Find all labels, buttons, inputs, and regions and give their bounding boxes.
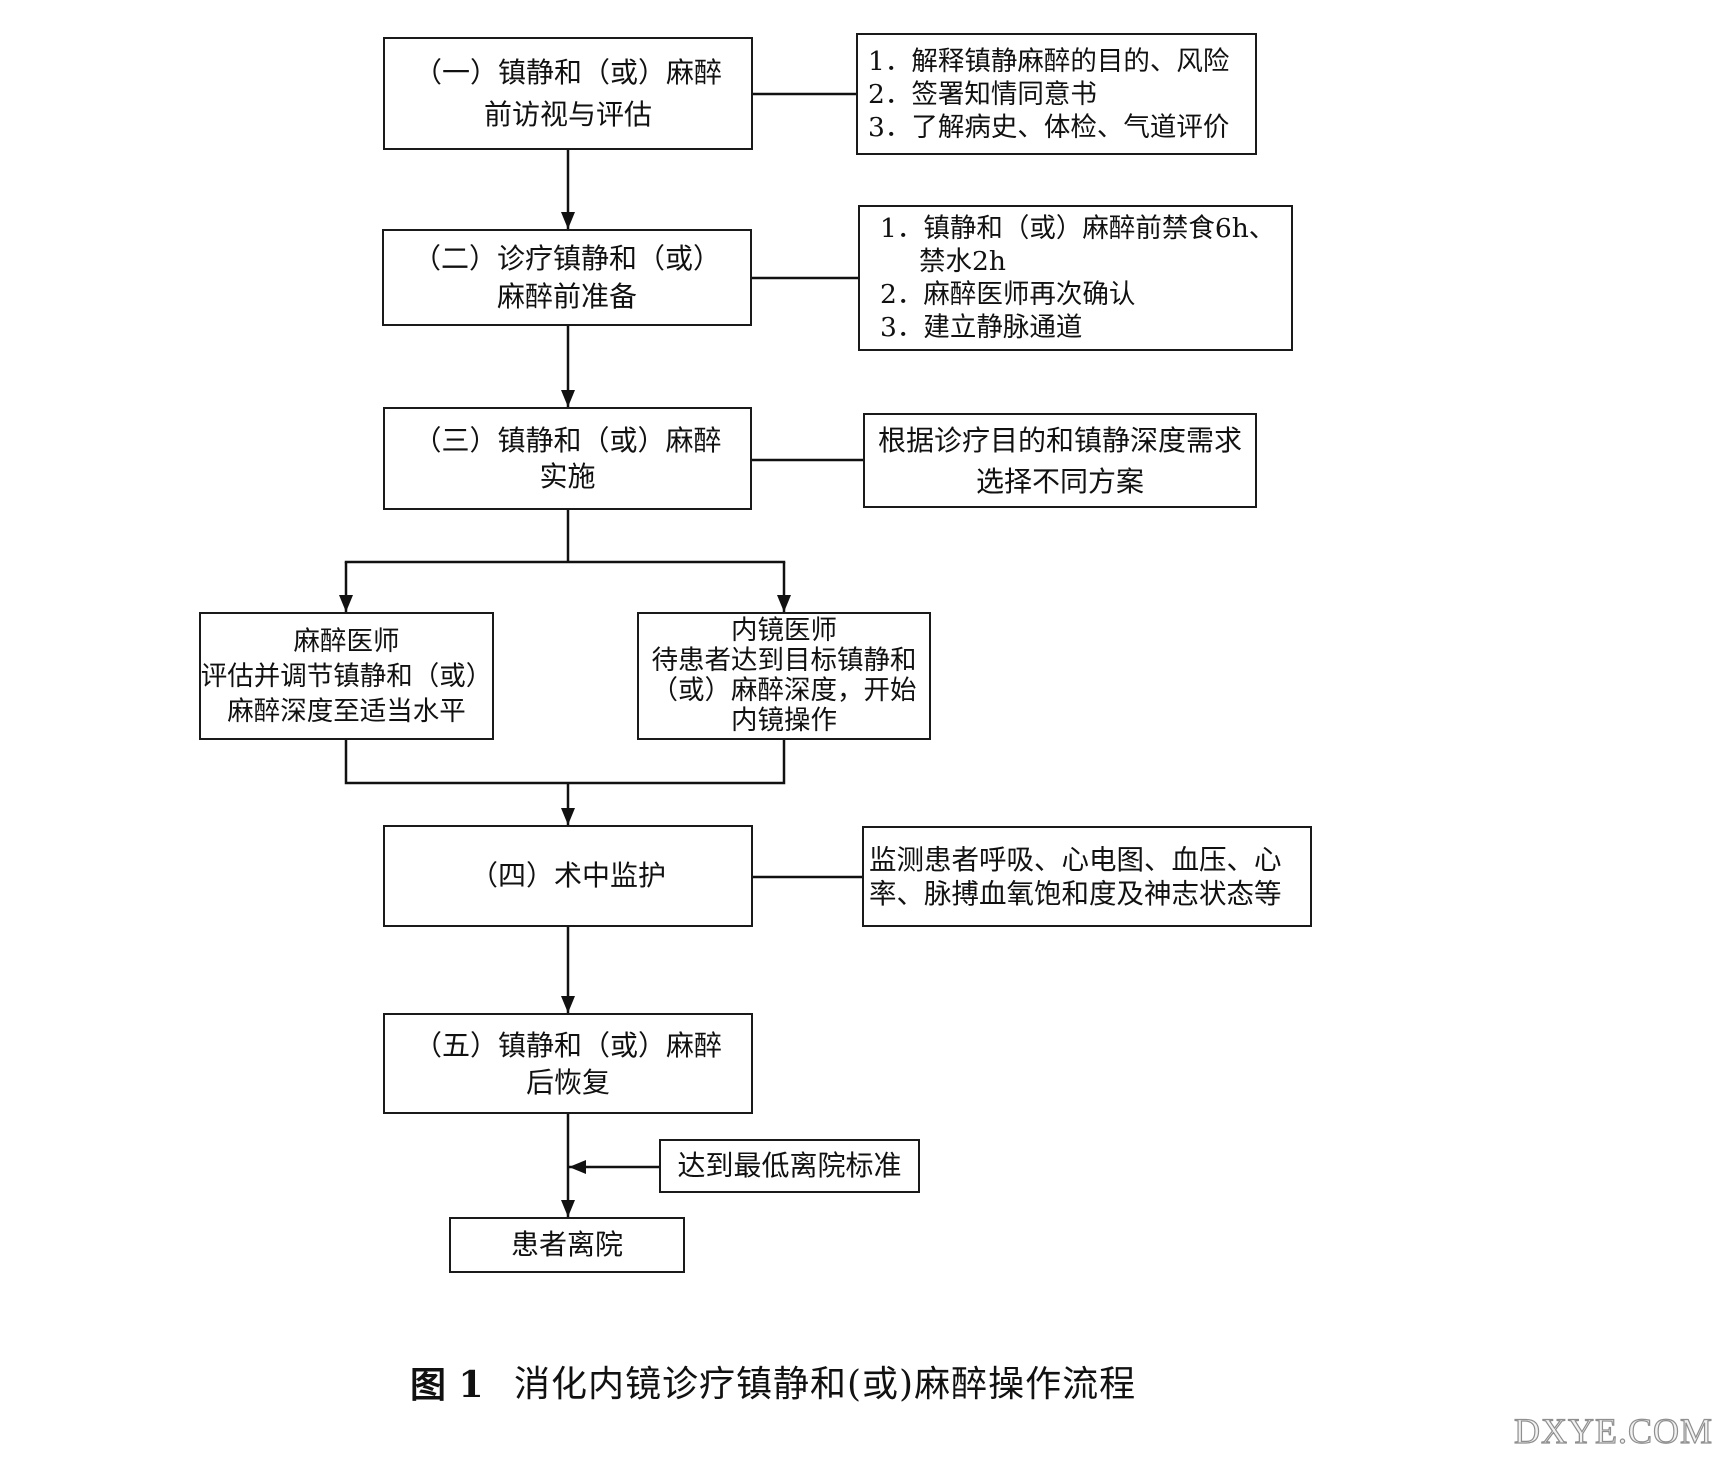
step-text-line: （一）镇静和（或）麻醉 — [413, 55, 722, 89]
step-box-preparation: （二）诊疗镇静和（或） 麻醉前准备 — [382, 229, 752, 326]
step-box-intraop-monitoring: （四）术中监护 — [383, 825, 753, 927]
discharge-criteria-text: 达到最低离院标准 — [677, 1149, 902, 1182]
step-text-line: （四）术中监护 — [469, 859, 666, 892]
note-text-line: 2．签署知情同意书 — [868, 78, 1097, 110]
step-text-line: （二）诊疗镇静和（或） — [412, 241, 721, 275]
figure-title: 消化内镜诊疗镇静和(或)麻醉操作流程 — [514, 1364, 1137, 1405]
merge-bar — [344, 740, 786, 785]
step-text-line: （三）镇静和（或）麻醉 — [413, 423, 722, 457]
note-box-preparation: 1．镇静和（或）麻醉前禁食6h、 禁水2h 2．麻醉医师再次确认 3．建立静脉通… — [858, 205, 1293, 351]
role-text-line: 待患者达到目标镇静和 — [651, 645, 917, 676]
note-text-line: 3．建立静脉通道 — [880, 312, 1083, 343]
figure-label: 图 1 — [410, 1364, 484, 1406]
step-box-recovery: （五）镇静和（或）麻醉 后恢复 — [383, 1013, 753, 1114]
role-text-line: 麻醉深度至适当水平 — [227, 695, 466, 727]
note-box-pre-assessment: 1．解释镇静麻醉的目的、风险 2．签署知情同意书 3．了解病史、体检、气道评价 — [856, 33, 1257, 155]
note-text-line: 1．解释镇静麻醉的目的、风险 — [868, 45, 1230, 77]
discharge-criteria-box: 达到最低离院标准 — [659, 1139, 920, 1193]
role-text-line: 内镜医师 — [731, 615, 837, 646]
role-box-anesthesiologist: 麻醉医师 评估并调节镇静和（或） 麻醉深度至适当水平 — [199, 612, 494, 740]
role-text-line: 麻醉医师 — [293, 625, 400, 657]
note-text-line: 监测患者呼吸、心电图、血压、心 — [869, 843, 1282, 876]
step-text-line: （五）镇静和（或）麻醉 — [413, 1028, 722, 1062]
note-text-line: 选择不同方案 — [975, 464, 1144, 498]
note-text-line: 根据诊疗目的和镇静深度需求 — [877, 423, 1242, 457]
role-text-line: （或）麻醉深度，开始 — [651, 675, 917, 706]
note-text-line: 3．了解病史、体检、气道评价 — [868, 111, 1230, 143]
watermark: DXYE.COM — [1513, 1410, 1713, 1451]
step-text-line: 前访视与评估 — [483, 97, 652, 131]
step-text-line: 后恢复 — [525, 1065, 610, 1099]
discharge-box: 患者离院 — [449, 1217, 685, 1273]
role-text-line: 内镜操作 — [731, 705, 837, 736]
role-box-endoscopist: 内镜医师 待患者达到目标镇静和 （或）麻醉深度，开始 内镜操作 — [637, 612, 931, 740]
note-text-line: 禁水2h — [919, 246, 1006, 277]
discharge-text: 患者离院 — [510, 1228, 623, 1261]
step-text-line: 麻醉前准备 — [496, 279, 637, 313]
step-box-pre-assessment: （一）镇静和（或）麻醉 前访视与评估 — [383, 37, 753, 150]
note-text-line: 2．麻醉医师再次确认 — [880, 279, 1136, 310]
step-text-line: 实施 — [539, 459, 596, 493]
note-text-line: 1．镇静和（或）麻醉前禁食6h、 — [880, 213, 1276, 244]
note-box-implementation: 根据诊疗目的和镇静深度需求 选择不同方案 — [863, 413, 1257, 508]
note-text-line: 率、脉搏血氧饱和度及神志状态等 — [869, 877, 1282, 910]
role-text-line: 评估并调节镇静和（或） — [200, 660, 493, 692]
step-box-implementation: （三）镇静和（或）麻醉 实施 — [383, 407, 752, 510]
note-box-intraop-monitoring: 监测患者呼吸、心电图、血压、心 率、脉搏血氧饱和度及神志状态等 — [862, 826, 1312, 927]
